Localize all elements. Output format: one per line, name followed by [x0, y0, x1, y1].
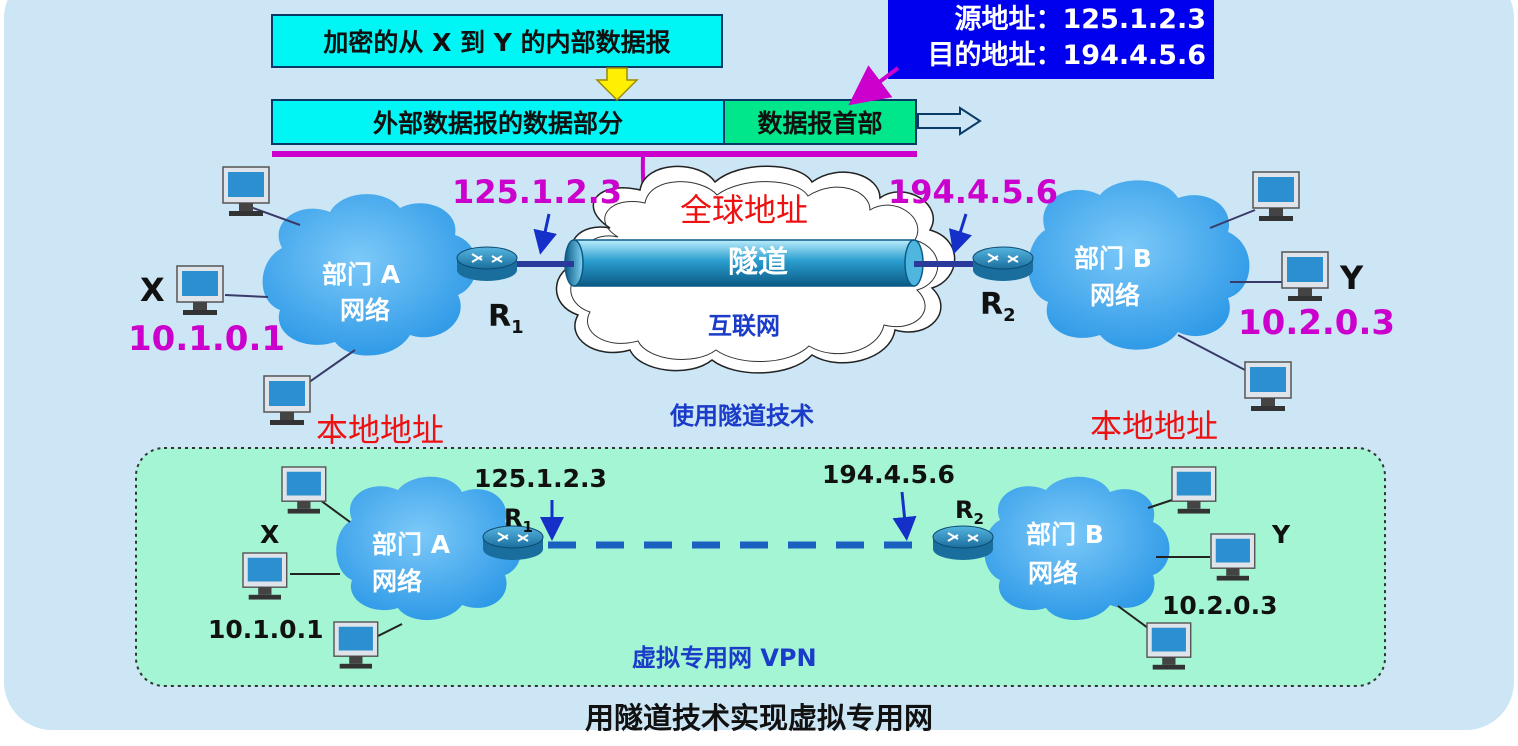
- computer-icon: [1281, 251, 1329, 301]
- router-r1-label: R1: [488, 302, 524, 337]
- dept-a-label-upper-2: 网络: [340, 296, 391, 325]
- computer-icon: [333, 621, 379, 669]
- computer-icon: [1244, 361, 1292, 411]
- diagram-title: 用隧道技术实现虚拟专用网: [584, 701, 933, 735]
- r2-ip-lower: 194.4.5.6: [822, 460, 955, 489]
- router-r1-subscript-lower: 1: [522, 517, 533, 536]
- tunnel-label: 隧道: [728, 245, 788, 280]
- router-r1-letter-lower: R: [504, 504, 523, 532]
- dept-b-cloud-lower: [984, 476, 1170, 621]
- router-r2-subscript-lower: 2: [973, 509, 984, 528]
- header-label: 数据报首部: [757, 109, 883, 138]
- router-r2-label-lower: R2: [955, 498, 984, 527]
- yellow-down-arrow: [595, 67, 639, 102]
- host-y-ip-upper: 10.2.0.3: [1238, 303, 1396, 343]
- router-r2-label: R2: [980, 290, 1016, 325]
- host-x-ip-lower: 10.1.0.1: [208, 615, 324, 644]
- host-y-label-lower: Y: [1272, 520, 1291, 549]
- tunneling-caption: 使用隧道技术: [670, 402, 814, 430]
- dept-b-label-lower-2: 网络: [1028, 559, 1079, 588]
- router-r2-subscript: 2: [1003, 305, 1016, 326]
- computer-icon: [263, 375, 311, 425]
- tunnel-body: [574, 240, 914, 286]
- host-x-label-upper: X: [140, 271, 165, 309]
- address-pointer: [848, 65, 900, 106]
- destination-address: 目的地址：194.4.5.6: [927, 40, 1207, 71]
- dept-a-cloud-lower: [336, 476, 522, 621]
- host-x-label-lower: X: [260, 520, 280, 549]
- router-r2-lower-icon: [932, 525, 994, 560]
- header-box: [723, 99, 917, 145]
- host-x-ip-upper: 10.1.0.1: [128, 319, 286, 359]
- host-y-label-upper: Y: [1340, 259, 1364, 297]
- dept-b-label-lower: 部门 B: [1026, 520, 1104, 549]
- r2-public-ip: 194.4.5.6: [888, 173, 1059, 211]
- local-address-left: 本地地址: [316, 411, 445, 449]
- link-r1-tunnel: [516, 261, 574, 267]
- r1-public-ip: 125.1.2.3: [452, 173, 623, 211]
- data-part-label: 外部数据报的数据部分: [372, 109, 623, 138]
- computer-icon: [1252, 171, 1300, 221]
- dept-a-label-lower-2: 网络: [372, 567, 423, 596]
- computer-icon: [242, 552, 288, 600]
- encrypted-datagram-label: 加密的从 X 到 Y 的内部数据报: [323, 28, 671, 57]
- internet-label: 互联网: [708, 312, 780, 340]
- router-r2-upper-icon: [972, 246, 1034, 281]
- host-y-ip-lower: 10.2.0.3: [1162, 591, 1278, 620]
- dept-b-cloud-upper: [1028, 180, 1250, 350]
- dept-a-label-upper: 部门 A: [322, 260, 401, 289]
- outgoing-arrow: [917, 106, 982, 136]
- source-address: 源地址：125.1.2.3: [954, 4, 1207, 35]
- link-r2-tunnel: [914, 261, 974, 267]
- dept-b-label-upper-2: 网络: [1090, 281, 1141, 310]
- router-r1-label-lower: R1: [504, 506, 533, 535]
- dept-b-label-upper: 部门 B: [1074, 244, 1152, 273]
- computer-icon: [176, 265, 224, 315]
- computer-icon: [222, 166, 270, 216]
- computer-icon: [1171, 466, 1217, 514]
- computer-icon: [1146, 622, 1192, 670]
- router-r2-letter: R: [980, 287, 1004, 322]
- dept-a-cloud-upper: [262, 194, 477, 356]
- router-r1-upper-icon: [456, 246, 518, 281]
- global-address-label: 全球地址: [680, 191, 809, 229]
- local-address-right: 本地地址: [1090, 407, 1219, 445]
- dept-a-label-lower: 部门 A: [372, 530, 451, 559]
- address-box: [888, 0, 1214, 79]
- router-r1-subscript: 1: [511, 317, 524, 338]
- r1-ip-lower: 125.1.2.3: [474, 464, 607, 493]
- computer-icon: [1210, 533, 1256, 581]
- vpn-caption: 虚拟专用网 VPN: [632, 644, 817, 672]
- router-r1-letter: R: [488, 299, 512, 334]
- encrypted-datagram-box: [271, 14, 723, 68]
- router-r1-lower-icon: [482, 525, 544, 560]
- router-r2-letter-lower: R: [955, 496, 974, 524]
- computer-icon: [281, 466, 327, 514]
- magenta-bar: [272, 151, 917, 157]
